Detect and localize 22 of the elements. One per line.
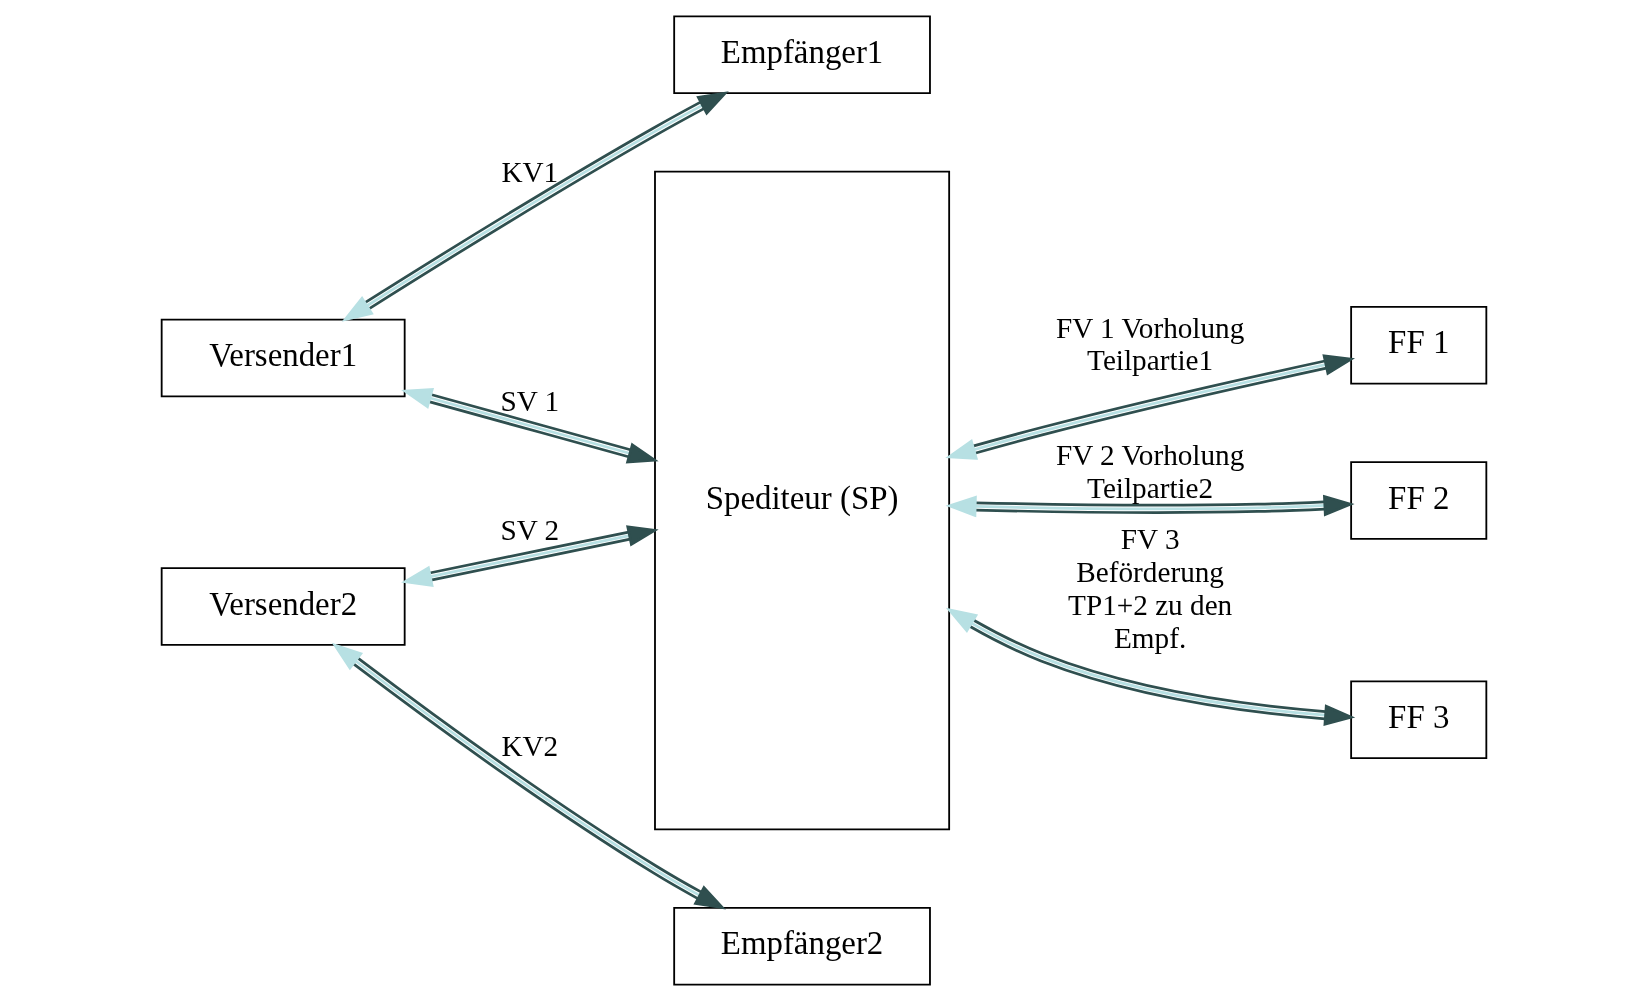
node-box: FF 3	[1349, 679, 1487, 759]
node-box: FF 1	[1349, 305, 1487, 384]
node-box: Empfänger2	[672, 906, 931, 986]
edge-label: FV 3 Beförderung TP1+2 zu den Empf.	[1067, 522, 1232, 654]
node-box: Empfänger1	[672, 14, 931, 94]
arrow	[944, 494, 1355, 517]
edge-label: KV2	[500, 729, 558, 762]
edge-label: FV 2 Vorholung Teilpartie2	[1055, 438, 1244, 504]
arrow	[945, 607, 1355, 726]
edge-label: SV 2	[499, 513, 559, 546]
arrow	[331, 642, 726, 909]
node-box: Versender2	[160, 566, 406, 646]
node-box: Versender1	[160, 318, 406, 397]
arrow	[944, 353, 1355, 460]
node-box: FF 2	[1349, 460, 1487, 540]
edge-label: SV 1	[499, 384, 559, 417]
arrow	[400, 524, 659, 587]
edge-label: KV1	[500, 155, 558, 188]
arrow	[341, 90, 729, 322]
edge-label: FV 1 Vorholung Teilpartie1	[1055, 311, 1244, 376]
arrow	[400, 387, 659, 464]
node-box: Spediteur (SP)	[653, 170, 950, 830]
